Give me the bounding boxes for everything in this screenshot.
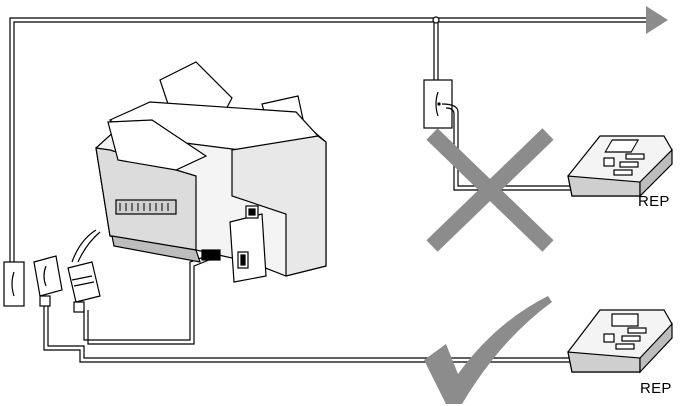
cross-icon (426, 128, 554, 252)
fax-machine (95, 61, 327, 283)
line-arrow-icon (646, 6, 668, 34)
rep-label-bottom: REP (640, 380, 672, 397)
plug-phone (67, 261, 101, 313)
check-icon (424, 296, 552, 404)
plug-to-fax-line (83, 253, 215, 345)
wall-jack-left (3, 261, 25, 307)
answering-machine-top (567, 135, 673, 198)
plug-adapter (33, 255, 63, 307)
junction-dot (432, 16, 440, 24)
power-cord (71, 229, 101, 263)
adapter-to-machine-line (43, 306, 572, 363)
branch-line (433, 23, 439, 80)
jack-to-machine-line (441, 103, 572, 191)
answering-machine-bottom (567, 309, 673, 374)
rep-label-top: REP (638, 193, 670, 210)
